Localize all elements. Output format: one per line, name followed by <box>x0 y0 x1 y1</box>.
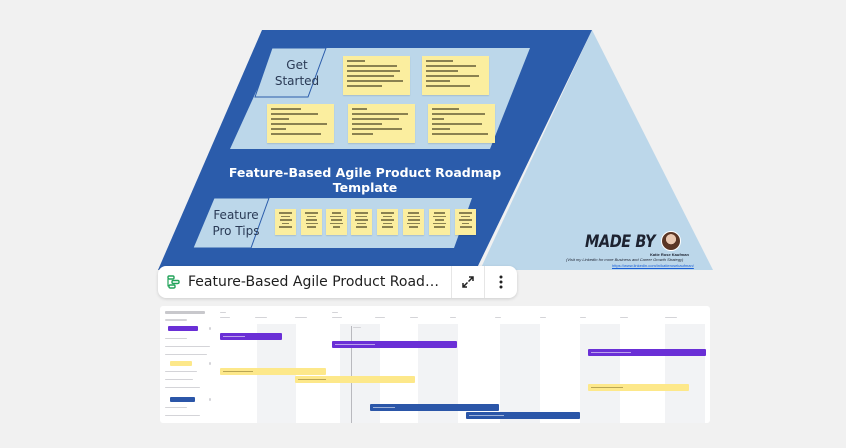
expand-button[interactable] <box>451 266 484 298</box>
group-blue-chip[interactable] <box>170 397 195 402</box>
tip-note[interactable] <box>429 209 450 235</box>
gantt-bar-yellow[interactable] <box>588 384 689 391</box>
gantt-date-label <box>255 317 267 318</box>
author-subtitle: (Visit my LinkedIn for more Business and… <box>566 257 684 262</box>
gantt-bar-yellow[interactable] <box>295 376 415 383</box>
gantt-date-label <box>375 317 385 318</box>
gantt-bar-blue[interactable] <box>370 404 499 411</box>
gantt-bar-purple[interactable] <box>220 333 282 340</box>
gantt-date-label <box>540 317 546 318</box>
tip-note[interactable] <box>351 209 372 235</box>
pro-tips-label-box <box>192 197 270 249</box>
sticky-note[interactable] <box>267 104 334 143</box>
tip-note[interactable] <box>275 209 296 235</box>
embed-title[interactable]: Feature-Based Agile Product Roadma... <box>188 274 451 290</box>
task-row-label[interactable] <box>165 407 187 408</box>
sticky-note[interactable] <box>343 56 410 95</box>
gantt-bar-purple[interactable] <box>332 341 457 348</box>
tip-note[interactable] <box>301 209 322 235</box>
task-row-label[interactable] <box>165 371 197 372</box>
today-label <box>353 327 361 328</box>
gantt-bar-blue[interactable] <box>466 412 580 419</box>
task-row-label[interactable] <box>165 415 200 416</box>
gantt-date-label <box>295 317 307 318</box>
gantt-bar-purple[interactable] <box>588 349 706 356</box>
group-menu[interactable] <box>209 362 211 365</box>
sticky-note[interactable] <box>428 104 495 143</box>
gantt-date-label <box>332 317 342 318</box>
author-link[interactable]: https://www.linkedin.com/in/katierosekau… <box>612 263 694 268</box>
author-avatar <box>661 231 681 251</box>
gantt-date-label <box>410 317 418 318</box>
group-purple-chip[interactable] <box>168 326 198 331</box>
more-vertical-icon <box>499 275 503 289</box>
board-title: Feature-Based Agile Product Roadmap Temp… <box>228 165 502 195</box>
gantt-date-label <box>495 317 501 318</box>
tip-note[interactable] <box>377 209 398 235</box>
tip-note[interactable] <box>403 209 424 235</box>
embed-toolbar: Feature-Based Agile Product Roadma... <box>158 266 517 298</box>
tip-note[interactable] <box>455 209 476 235</box>
get-started-label: Get Started <box>272 57 322 89</box>
group-menu[interactable] <box>209 327 211 330</box>
task-row-label[interactable] <box>165 346 210 347</box>
timeline-icon <box>158 266 188 298</box>
gantt-tool-icons <box>165 311 205 314</box>
more-options-button[interactable] <box>484 266 517 298</box>
gantt-view-select[interactable] <box>165 319 187 321</box>
group-yellow-chip[interactable] <box>170 361 192 366</box>
light-blue-triangle <box>480 30 713 270</box>
get-started-line2: Started <box>274 74 320 88</box>
gantt-date-label <box>450 317 456 318</box>
gantt-date-label <box>665 317 677 318</box>
sticky-note[interactable] <box>348 104 415 143</box>
gantt-date-label <box>620 317 628 318</box>
today-line <box>351 326 352 423</box>
expand-icon <box>462 276 474 288</box>
group-menu[interactable] <box>209 398 211 401</box>
author-name: Katie Rose Kaufman <box>650 252 689 257</box>
pro-tips-line1: Feature <box>213 208 259 222</box>
task-row-label[interactable] <box>165 354 207 355</box>
board-shapes <box>158 30 713 270</box>
pro-tips-label: Feature Pro Tips <box>208 207 264 239</box>
gantt-date-label <box>580 317 586 318</box>
gantt-month-label <box>332 312 338 313</box>
template-board: Get Started Feature-Based Agile Product … <box>158 30 713 270</box>
gantt-preview <box>160 306 710 423</box>
gantt-bar-yellow[interactable] <box>220 368 326 375</box>
gantt-column <box>500 324 540 423</box>
get-started-line1: Get <box>286 58 308 72</box>
get-started-label-box <box>254 47 327 98</box>
gantt-month-label <box>220 312 226 313</box>
pro-tips-line2: Pro Tips <box>212 224 260 238</box>
made-by-label: MADE BY <box>585 232 656 252</box>
task-row-label[interactable] <box>165 387 200 388</box>
task-row-label[interactable] <box>165 379 193 380</box>
task-row-label[interactable] <box>165 338 187 339</box>
gantt-column <box>580 324 620 423</box>
tip-note[interactable] <box>326 209 347 235</box>
gantt-column <box>665 324 705 423</box>
sticky-note[interactable] <box>422 56 489 95</box>
gantt-date-label <box>220 317 230 318</box>
